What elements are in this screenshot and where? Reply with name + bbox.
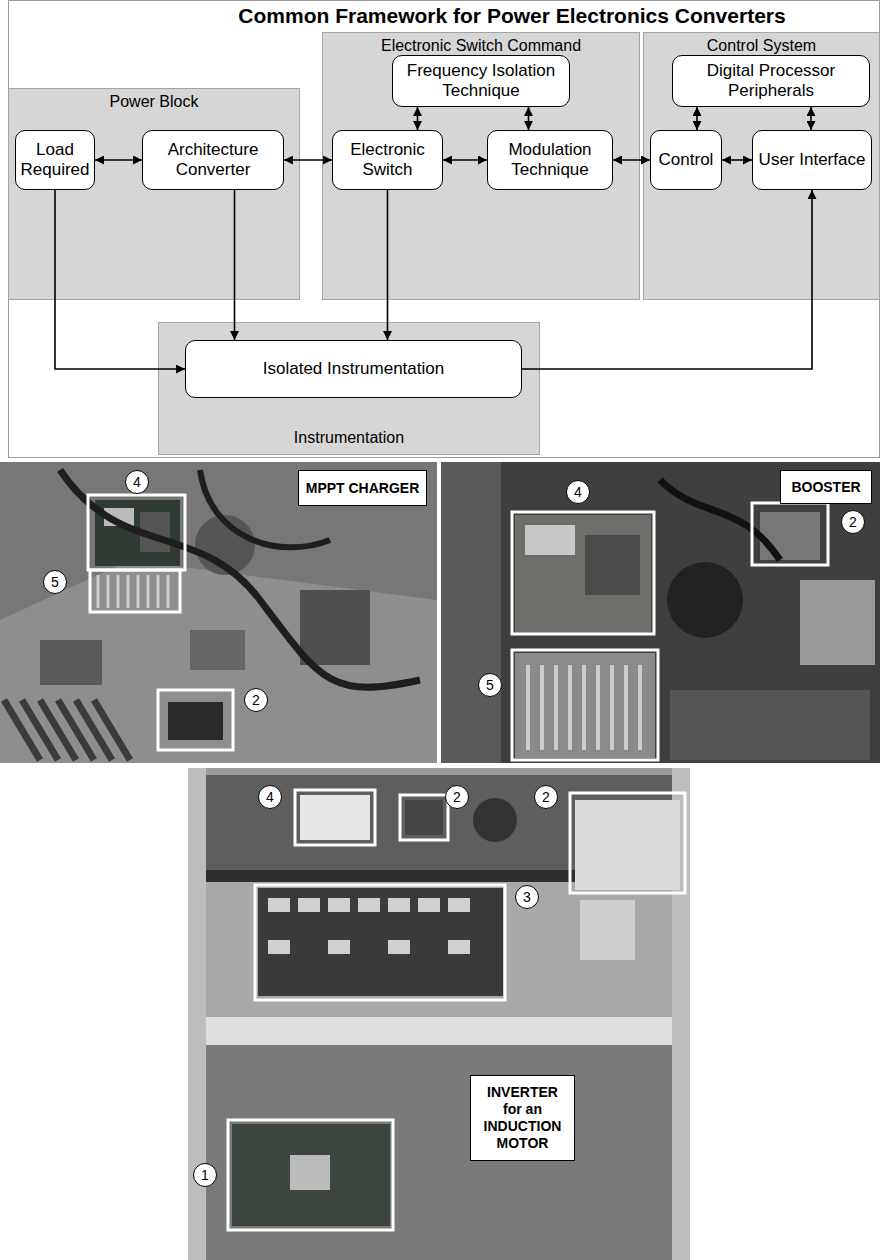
photo-label-box: BOOSTER (780, 470, 872, 504)
group-band: Electronic Switch CommandFrequency Isola… (322, 32, 640, 300)
callout-badge: 2 (244, 688, 268, 712)
process-box: User Interface (752, 130, 872, 190)
callout-number: 4 (266, 790, 274, 804)
band-fill (644, 33, 880, 300)
callout-number: 2 (453, 790, 461, 804)
connector-arrow (417, 107, 419, 130)
callout-badge: 1 (193, 1163, 217, 1187)
callout-badge: 4 (125, 470, 149, 494)
box-label: Frequency Isolation Technique (398, 61, 564, 100)
band-title: Instrumentation (158, 429, 540, 447)
callout-number: 4 (574, 485, 582, 499)
callout-number: 5 (486, 678, 494, 692)
band-title: Electronic Switch Command (322, 37, 640, 55)
title-block: Common Framework for Power Electronics C… (152, 4, 872, 28)
box-label: Architecture Converter (148, 140, 278, 179)
connector-arrow (55, 190, 185, 369)
group-band: Instrumentation Isolated Instrumentation (158, 322, 540, 455)
callout-number: 4 (133, 475, 141, 489)
callout-badge: 4 (258, 785, 282, 809)
callout-badge: 3 (515, 885, 539, 909)
band-title: Power Block (8, 93, 300, 111)
connector-arrow (443, 159, 487, 161)
callout-number: 5 (51, 575, 59, 589)
callout-number: 1 (201, 1168, 209, 1182)
photo-label: MPPT CHARGER (306, 480, 420, 497)
box-label: Load Required (21, 140, 90, 179)
box-label: Control (659, 150, 714, 170)
process-box: Architecture Converter (142, 130, 284, 190)
process-box: Digital Processor Peripherals (672, 55, 870, 107)
connector-arrow (613, 159, 650, 161)
process-box: Electronic Switch (332, 130, 443, 190)
band-title: Control System (643, 37, 880, 55)
callout-badge: 2 (445, 785, 469, 809)
callout-badge: 4 (566, 480, 590, 504)
connector-arrow (234, 190, 236, 340)
connector-arrow (528, 107, 530, 130)
callout-number: 3 (523, 890, 531, 904)
connector-arrow (722, 159, 752, 161)
process-box: Control (650, 130, 722, 190)
band-fill (323, 33, 640, 300)
box-label: Digital Processor Peripherals (678, 61, 864, 100)
box-label: User Interface (759, 150, 866, 170)
callout-number: 2 (252, 693, 260, 707)
group-band: Power BlockLoad Required Architecture Con… (8, 88, 300, 300)
box-label: Isolated Instrumentation (263, 359, 444, 379)
callout-badge: 2 (841, 510, 865, 534)
callout-number: 2 (849, 515, 857, 529)
diagram-title: Common Framework for Power Electronics C… (238, 4, 785, 27)
band-fill (9, 89, 300, 300)
band-fill (159, 323, 540, 455)
process-box: Frequency Isolation Technique (392, 55, 570, 107)
process-box: Isolated Instrumentation (185, 340, 522, 398)
callout-badge: 5 (478, 673, 502, 697)
photo-label: INVERTER for an INDUCTION MOTOR (477, 1084, 568, 1151)
box-label: Electronic Switch (338, 140, 437, 179)
box-label: Modulation Technique (493, 140, 607, 179)
process-box: Load Required (15, 130, 95, 190)
photo-label-box: INVERTER for an INDUCTION MOTOR (470, 1075, 575, 1161)
process-box: Modulation Technique (487, 130, 613, 190)
connector-arrow (284, 159, 332, 161)
group-band: Control SystemDigital Processor Peripher… (643, 32, 880, 300)
connector-arrow (387, 190, 389, 340)
callout-number: 2 (542, 790, 550, 804)
connector-arrow (95, 159, 142, 161)
connector-arrow (810, 107, 812, 130)
connector-arrow (696, 107, 698, 130)
connector-arrow (522, 190, 812, 369)
callout-badge: 2 (534, 785, 558, 809)
callout-badge: 5 (43, 570, 67, 594)
photo-label-box: MPPT CHARGER (298, 470, 427, 506)
photo-label: BOOSTER (791, 479, 860, 496)
